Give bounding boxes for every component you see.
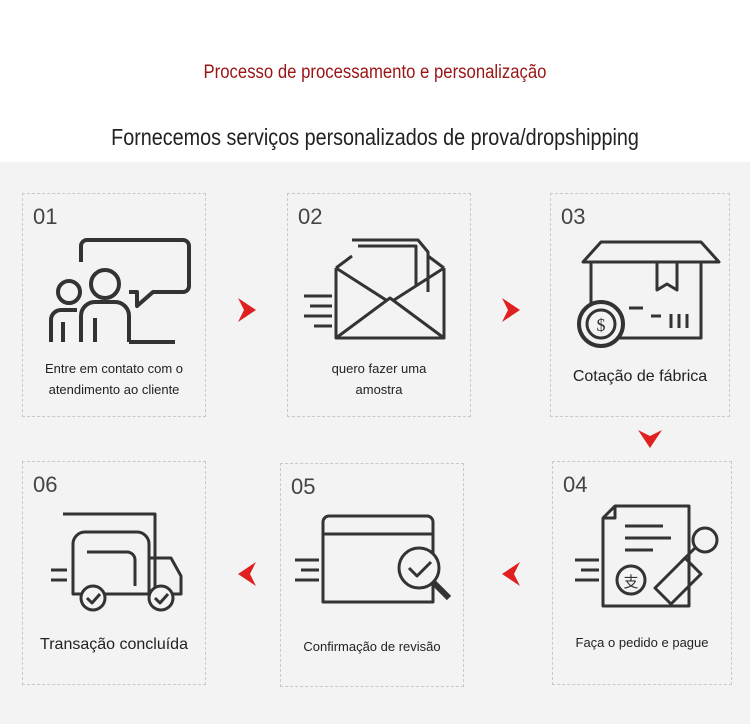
box-price-icon: $: [577, 240, 721, 348]
step-03: 03 $ Cotação de fábrica: [550, 193, 730, 417]
stamp-document-icon: 支: [575, 504, 719, 608]
step-label: Faça o pedido e pague: [575, 635, 709, 650]
process-panel: [0, 162, 750, 724]
page-title: Processo de processamento e personalizaç…: [203, 62, 547, 83]
svg-text:$: $: [597, 315, 606, 335]
step-02: 02 quero fazer uma amostra: [287, 193, 471, 417]
step-label: Transação concluída: [40, 636, 188, 653]
step-04: 04 支 Faça o pedido e pague: [552, 461, 732, 685]
arrow-left-icon: [238, 562, 256, 586]
step-number: 01: [33, 204, 58, 229]
step-number: 03: [561, 204, 586, 229]
arrow-left-icon: [502, 562, 520, 586]
arrow-right-icon: [238, 298, 256, 322]
step-number: 04: [563, 472, 588, 497]
envelope-icon: [304, 238, 446, 340]
step-06: 06 Transação concluída: [22, 461, 206, 685]
arrow-down-icon: [638, 430, 662, 448]
step-number: 05: [291, 474, 316, 499]
step-label: Confirmação de revisão: [303, 639, 441, 654]
magnifier-check-icon: [295, 514, 452, 604]
step-label: quero fazer uma amostra: [331, 361, 427, 397]
step-01: 01 Entre em contato com o atendimento ao…: [22, 193, 206, 417]
page-subtitle: Fornecemos serviços personalizados de pr…: [111, 124, 639, 150]
step-number: 06: [33, 472, 58, 497]
delivery-truck-icon: [51, 512, 183, 612]
step-number: 02: [298, 204, 323, 229]
step-label: Cotação de fábrica: [572, 368, 708, 385]
svg-text:支: 支: [623, 573, 638, 591]
arrow-right-icon: [502, 298, 520, 322]
step-05: 05 Confirmação de revisão: [280, 463, 464, 687]
customer-service-chat-icon: [49, 238, 191, 344]
step-label: Entre em contato com o atendimento ao cl…: [44, 361, 183, 397]
